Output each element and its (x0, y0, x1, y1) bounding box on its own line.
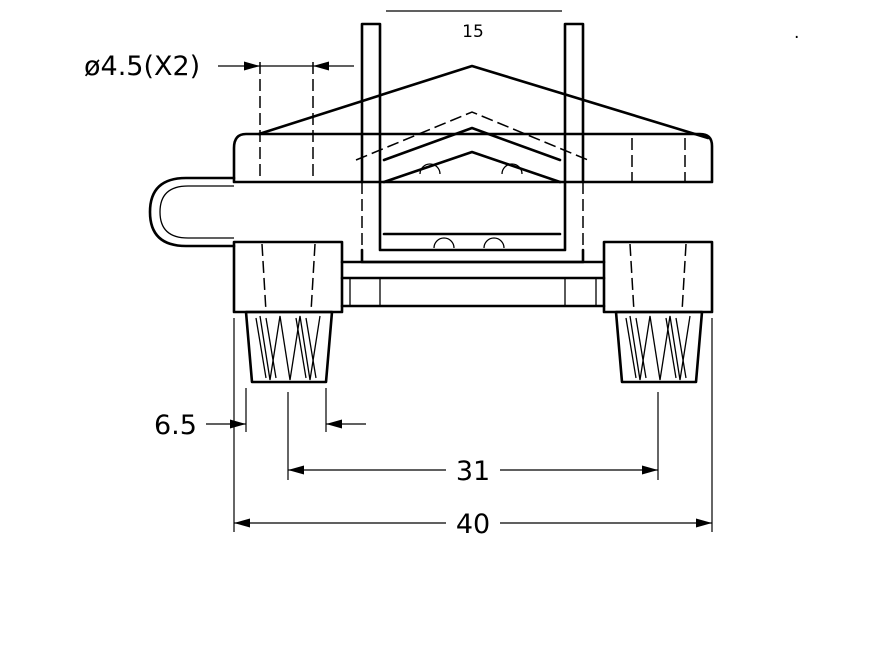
dim-hole-diameter-label: ø4.5(X2) (84, 51, 200, 82)
hidden-lines-lower (261, 243, 687, 313)
dim-top-width-label: 15 (462, 22, 484, 42)
dim-overall-width: 40 (234, 509, 712, 540)
stray-mark: . (794, 23, 799, 43)
dim-hole-diameter: ø4.5(X2) (84, 51, 354, 82)
hidden-lines-top (259, 62, 686, 250)
foot-right (614, 310, 704, 384)
dim-wall-thickness-label: 6.5 (154, 410, 197, 441)
lower-jaw (232, 240, 714, 314)
dim-top-width: 15 (386, 10, 562, 42)
dim-hole-spacing-label: 31 (456, 456, 490, 487)
dim-wall-thickness: 6.5 (154, 410, 366, 441)
upper-legs (360, 22, 585, 184)
top-flange (232, 64, 714, 184)
inner-channel (360, 180, 585, 264)
handle-loop (148, 176, 236, 248)
dim-hole-spacing: 31 (288, 456, 658, 487)
dim-overall-width-label: 40 (456, 509, 490, 540)
foot-left (244, 310, 334, 384)
